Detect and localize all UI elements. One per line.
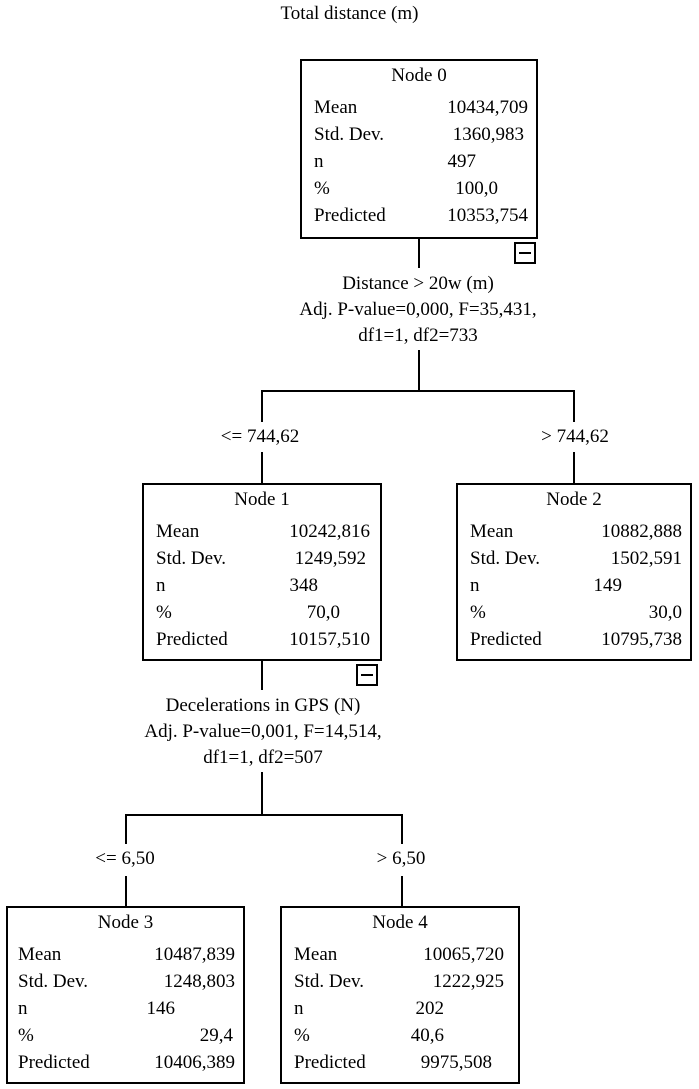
- predicted-label: Predicted: [18, 1052, 90, 1073]
- n-label: n: [314, 151, 324, 172]
- predicted-value: 10157,510: [289, 629, 370, 650]
- n-label: n: [294, 998, 304, 1019]
- mean-label: Mean: [156, 521, 200, 542]
- predicted-label: Predicted: [470, 629, 542, 650]
- percent-value: 29,4: [199, 1025, 233, 1046]
- std-dev-label: Std. Dev.: [470, 548, 541, 569]
- split-variable: Decelerations in GPS (N): [165, 695, 361, 716]
- mean-value: 10487,839: [154, 944, 235, 965]
- percent-value: 70,0: [306, 602, 340, 623]
- percent-label: %: [18, 1025, 34, 1046]
- node-title: Node 4: [372, 912, 428, 933]
- n-value: 497: [447, 151, 477, 172]
- predicted-value: 10406,389: [154, 1052, 235, 1073]
- split-variable: Distance > 20w (m): [342, 273, 494, 294]
- percent-label: %: [156, 602, 172, 623]
- n-label: n: [156, 575, 166, 596]
- connector-split0-horizontal: [261, 390, 575, 392]
- n-label: n: [18, 998, 28, 1019]
- mean-label: Mean: [314, 97, 358, 118]
- node-0[interactable]: Node 0 Mean 10434,709 Std. Dev. 1360,983…: [300, 59, 538, 239]
- mean-value: 10434,709: [447, 97, 528, 118]
- std-dev-label: Std. Dev.: [314, 124, 385, 145]
- mean-label: Mean: [18, 944, 62, 965]
- mean-value: 10065,720: [423, 944, 504, 965]
- mean-label: Mean: [470, 521, 514, 542]
- branch-label-node-1: <= 744,62: [220, 426, 300, 447]
- std-dev-value: 1249,592: [294, 548, 366, 569]
- split-df: df1=1, df2=507: [203, 747, 323, 768]
- connector-to-n1-a: [261, 390, 263, 422]
- connector-to-n3-a: [125, 814, 127, 844]
- branch-label-node-3: <= 6,50: [95, 848, 155, 869]
- node-0-collapse-button[interactable]: [514, 242, 536, 264]
- percent-value: 100,0: [455, 178, 498, 199]
- mean-value: 10882,888: [601, 521, 682, 542]
- split-stats: Adj. P-value=0,000, F=35,431,: [299, 299, 537, 320]
- connector-split1-horizontal: [125, 814, 403, 816]
- std-dev-value: 1360,983: [452, 124, 524, 145]
- connector-to-n1-b: [261, 452, 263, 484]
- connector-s1-down: [261, 772, 263, 816]
- percent-label: %: [314, 178, 330, 199]
- node-title: Node 3: [97, 912, 154, 933]
- std-dev-label: Std. Dev.: [294, 971, 365, 992]
- mean-label: Mean: [294, 944, 338, 965]
- node-3[interactable]: Node 3 Mean 10487,839 Std. Dev. 1248,803…: [6, 906, 245, 1084]
- split-df: df1=1, df2=733: [358, 325, 478, 346]
- predicted-value: 10353,754: [447, 205, 528, 226]
- connector-n0-down: [418, 238, 420, 268]
- percent-value: 40,6: [410, 1025, 444, 1046]
- std-dev-value: 1248,803: [163, 971, 235, 992]
- connector-to-n4-b: [401, 876, 403, 907]
- node-4[interactable]: Node 4 Mean 10065,720 Std. Dev. 1222,925…: [280, 906, 520, 1084]
- node-1-collapse-button[interactable]: [356, 664, 378, 686]
- connector-s0-down: [418, 350, 420, 392]
- n-label: n: [470, 575, 480, 596]
- n-value: 146: [146, 998, 176, 1019]
- predicted-value: 10795,738: [601, 629, 682, 650]
- predicted-value: 9975,508: [420, 1052, 492, 1073]
- split-0-label: Distance > 20w (m) Adj. P-value=0,000, F…: [218, 271, 618, 349]
- split-stats: Adj. P-value=0,001, F=14,514,: [144, 721, 382, 742]
- predicted-label: Predicted: [156, 629, 228, 650]
- connector-to-n2-b: [573, 452, 575, 484]
- branch-label-node-4: > 6,50: [376, 848, 426, 869]
- n-value: 348: [289, 575, 319, 596]
- percent-label: %: [470, 602, 486, 623]
- split-1-label: Decelerations in GPS (N) Adj. P-value=0,…: [58, 693, 468, 771]
- percent-value: 30,0: [648, 602, 682, 623]
- std-dev-label: Std. Dev.: [18, 971, 89, 992]
- node-title: Node 1: [234, 489, 290, 510]
- mean-value: 10242,816: [289, 521, 370, 542]
- branch-label-node-2: > 744,62: [541, 426, 609, 447]
- node-1[interactable]: Node 1 Mean 10242,816 Std. Dev. 1249,592…: [142, 483, 382, 661]
- node-title: Node 0: [391, 65, 447, 86]
- std-dev-label: Std. Dev.: [156, 548, 227, 569]
- predicted-label: Predicted: [314, 205, 386, 226]
- connector-to-n2-a: [573, 390, 575, 422]
- tree-title: Total distance (m): [280, 3, 419, 24]
- n-value: 149: [593, 575, 623, 596]
- connector-n1-down: [261, 660, 263, 690]
- node-title: Node 2: [546, 489, 602, 510]
- n-value: 202: [415, 998, 445, 1019]
- connector-to-n4-a: [401, 814, 403, 844]
- node-2[interactable]: Node 2 Mean 10882,888 Std. Dev. 1502,591…: [456, 483, 692, 661]
- predicted-label: Predicted: [294, 1052, 366, 1073]
- std-dev-value: 1222,925: [432, 971, 504, 992]
- connector-to-n3-b: [125, 876, 127, 907]
- std-dev-value: 1502,591: [610, 548, 682, 569]
- percent-label: %: [294, 1025, 310, 1046]
